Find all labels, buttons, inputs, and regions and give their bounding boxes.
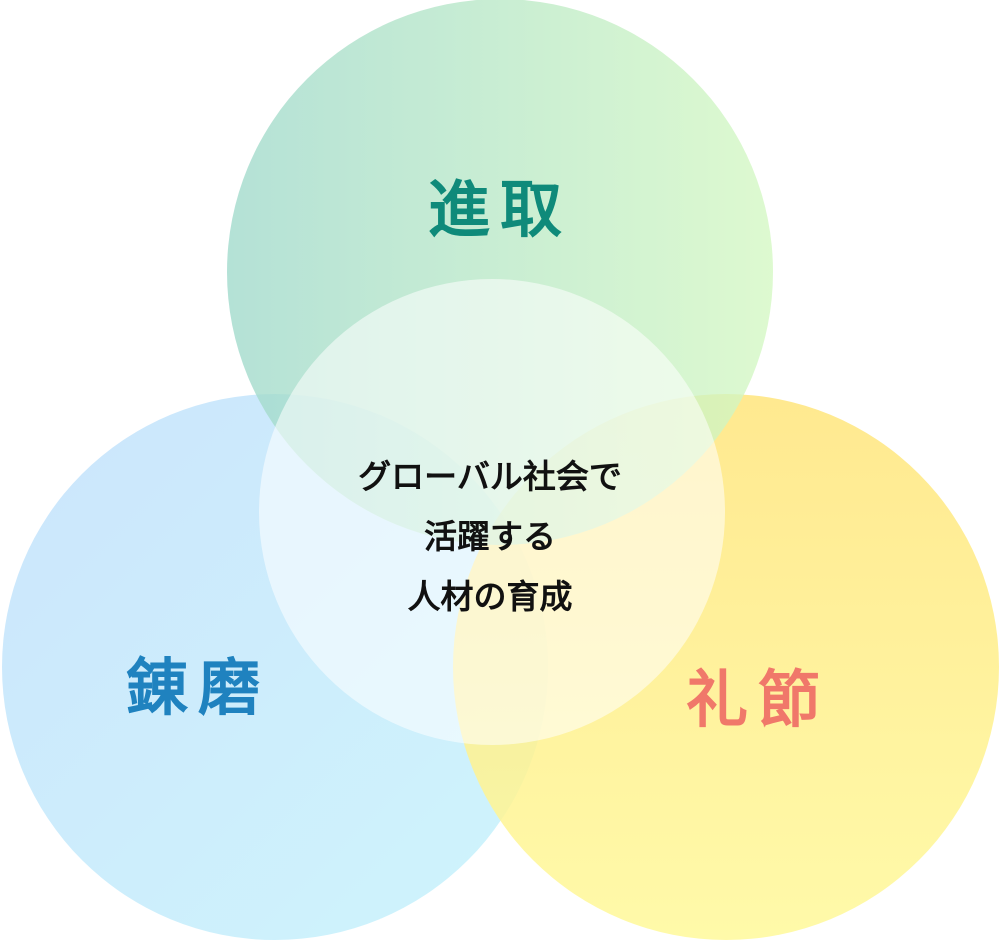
label-renma: 錬磨 xyxy=(125,651,271,724)
center-circle xyxy=(259,279,725,745)
center-line-3: 人材の育成 xyxy=(407,577,573,616)
center-line-1: グローバル社会で xyxy=(358,457,622,496)
center-text: グローバル社会で 活躍する 人材の育成 xyxy=(358,447,622,627)
label-reisetsu: 礼節 xyxy=(685,663,831,736)
center-line-2: 活躍する xyxy=(423,517,556,556)
label-shinshu: 進取 xyxy=(427,173,573,246)
